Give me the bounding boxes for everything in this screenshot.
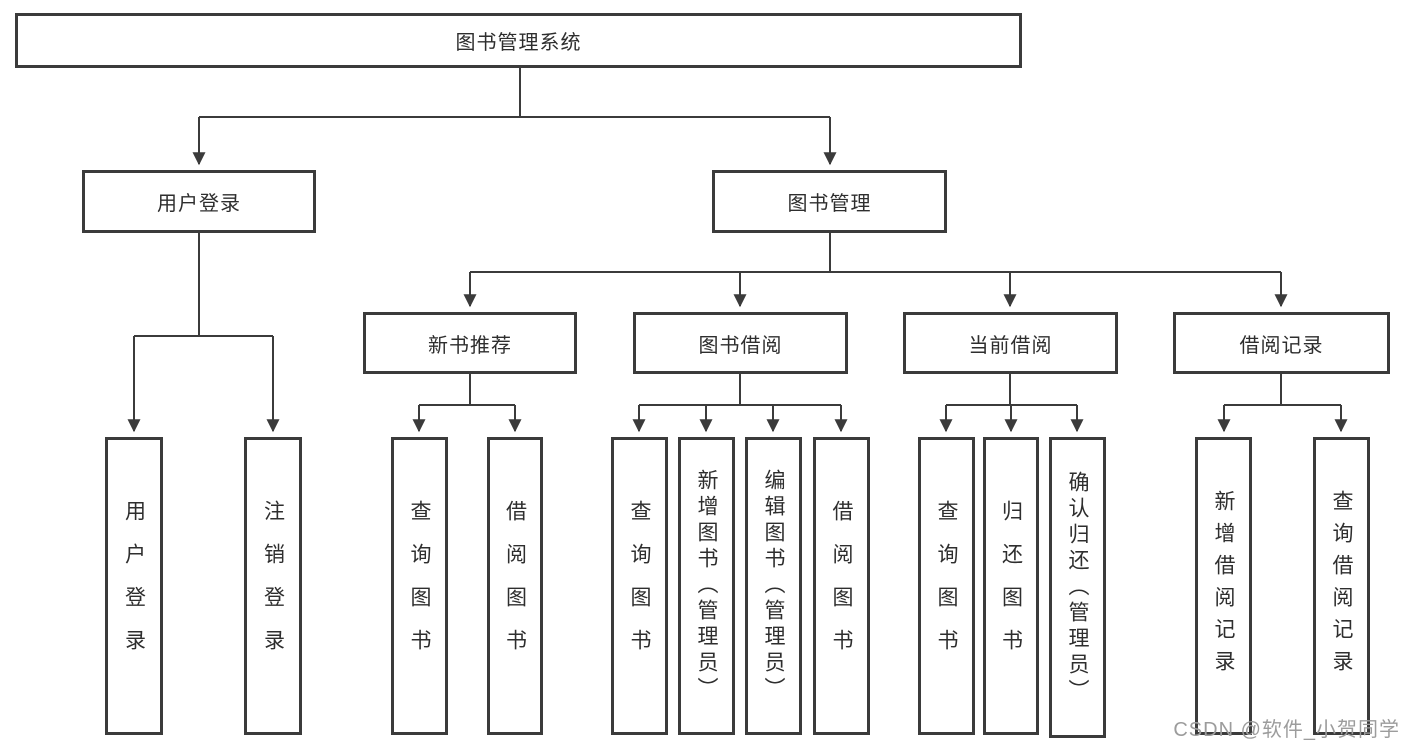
leaf-user-login: 用户登录 <box>105 437 163 735</box>
node-current-borrow: 当前借阅 <box>903 312 1118 374</box>
leaf-add-borrow-record: 新增借阅记录 <box>1195 437 1252 735</box>
leaf-search-books-current: 查询图书 <box>918 437 975 735</box>
node-library-management-system: 图书管理系统 <box>15 13 1022 68</box>
node-user-login: 用户登录 <box>82 170 316 233</box>
node-new-book-recommend: 新书推荐 <box>363 312 577 374</box>
node-borrow-records: 借阅记录 <box>1173 312 1390 374</box>
csdn-watermark: CSDN @软件_小贺同学 <box>1173 719 1400 741</box>
node-book-management: 图书管理 <box>712 170 947 233</box>
leaf-return-books: 归还图书 <box>983 437 1039 735</box>
leaf-search-books-borrow: 查询图书 <box>611 437 668 735</box>
leaf-logout: 注销登录 <box>244 437 302 735</box>
leaf-add-book-admin: 新增图书（管理员） <box>678 437 735 735</box>
node-book-borrow: 图书借阅 <box>633 312 848 374</box>
leaf-search-books-recommend: 查询图书 <box>391 437 448 735</box>
leaf-confirm-return-admin: 确认归还（管理员） <box>1049 437 1106 738</box>
leaf-borrow-books-recommend: 借阅图书 <box>487 437 543 735</box>
leaf-borrow-books-borrow: 借阅图书 <box>813 437 870 735</box>
leaf-edit-book-admin: 编辑图书（管理员） <box>745 437 802 735</box>
leaf-search-borrow-record: 查询借阅记录 <box>1313 437 1370 735</box>
